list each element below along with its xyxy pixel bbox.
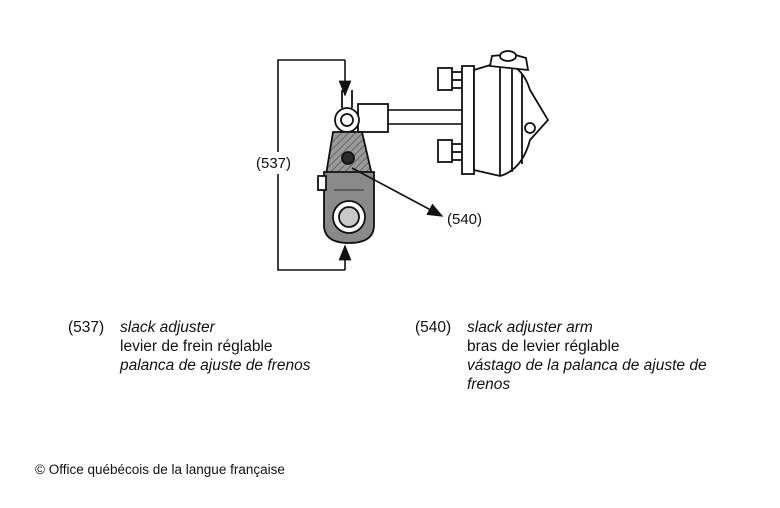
term-fr-540: bras de levier réglable xyxy=(467,338,620,355)
term-es-540-line1: vástago de la palanca de ajuste de xyxy=(467,357,707,374)
legend-code-540: (540) xyxy=(415,319,452,336)
term-fr-537: levier de frein réglable xyxy=(120,338,273,355)
adjuster-body xyxy=(317,171,375,244)
legend-entry-540: (540) slack adjuster arm bras de levier … xyxy=(415,318,765,398)
adjuster-arm xyxy=(324,131,374,176)
legend-terms-540: slack adjuster arm bras de levier réglab… xyxy=(467,318,707,394)
clevis xyxy=(334,90,389,133)
callout-label-540: (540) xyxy=(447,211,482,228)
term-es-537: palanca de ajuste de frenos xyxy=(120,357,311,374)
brake-chamber xyxy=(437,50,550,177)
push-rod xyxy=(384,109,466,125)
label-537-backdrop xyxy=(252,152,304,174)
callout-label-537: (537) xyxy=(256,155,291,172)
legend-terms-537: slack adjuster levier de frein réglable … xyxy=(120,318,310,375)
pointer-540 xyxy=(351,167,444,217)
term-en-540: slack adjuster arm xyxy=(467,319,593,336)
legend-code-537: (537) xyxy=(68,319,105,336)
term-en-537: slack adjuster xyxy=(120,319,215,336)
copyright-notice: © Office québécois de la langue français… xyxy=(35,462,285,477)
legend-entry-537: (537) slack adjuster levier de frein rég… xyxy=(68,318,398,398)
slack-adjuster-diagram: (537) xyxy=(252,50,550,271)
term-es-540-line2: frenos xyxy=(467,376,511,393)
